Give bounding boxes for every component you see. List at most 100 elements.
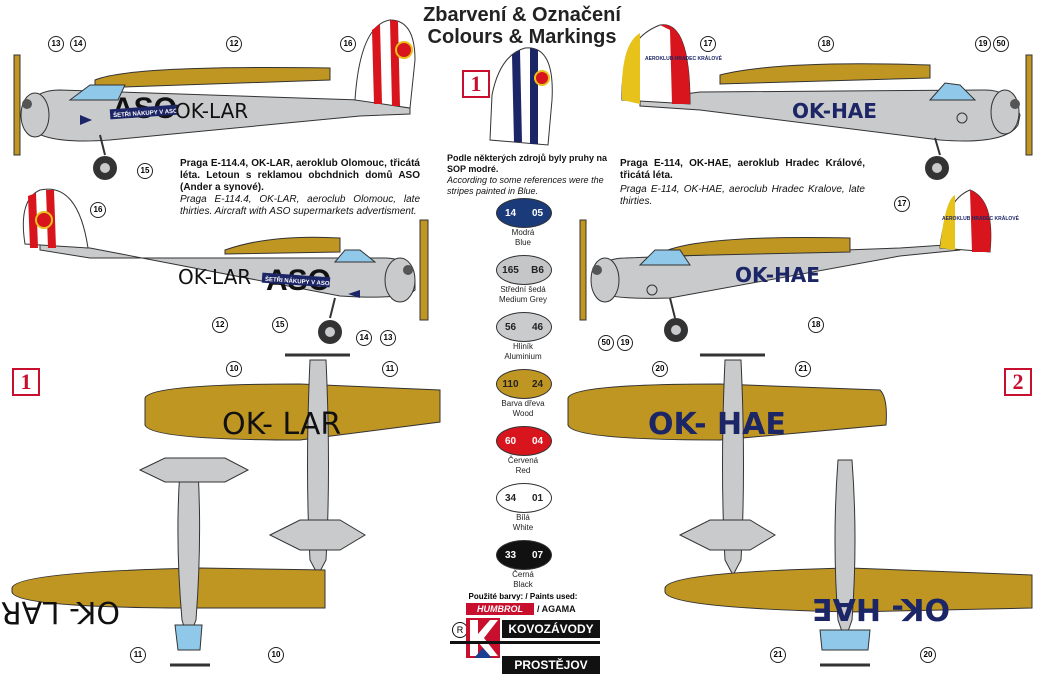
callout-13-b: 13 <box>380 330 396 346</box>
title-english: Colours & Markings <box>427 26 617 48</box>
ok-hae-wing-lower: OK- HAE <box>812 591 950 626</box>
paint-code-humbrol: 110 <box>502 378 519 390</box>
ok-hae-wing-upper: OK- HAE <box>648 407 786 442</box>
paint-code-agama: 04 <box>531 435 544 447</box>
paint-name-cz: Bílá <box>516 513 530 522</box>
callout-14-a: 14 <box>70 36 86 52</box>
ok-hae-profile-left <box>621 24 1033 180</box>
paint-code-agama: 07 <box>531 549 544 561</box>
scheme-1-badge: 1 <box>12 368 40 396</box>
paint-name-cz: Červená <box>507 456 539 465</box>
paint-chip: 56 46 <box>496 312 552 342</box>
callout-13-a: 13 <box>48 36 64 52</box>
paint-chip: 60 04 <box>496 426 552 456</box>
callout-17-b: 17 <box>894 196 910 212</box>
ok-lar-description: Praga E-114.4, OK-LAR, aeroklub Olomouc,… <box>180 158 420 218</box>
callout-12-b: 12 <box>212 317 228 333</box>
callout-11-b: 11 <box>130 647 146 663</box>
paint-chip: 14 05 <box>496 198 552 228</box>
paint-chip: 34 01 <box>496 483 552 513</box>
rudder-note-cz: Podle některých zdrojů byly pruhy na SOP… <box>447 153 608 174</box>
ok-lar-wing-lower: OK- LAR <box>1 594 120 629</box>
ok-hae-profile-right <box>579 189 992 342</box>
callout-50-a: 50 <box>993 36 1009 52</box>
prostejov-label: PROSTĚJOV <box>502 656 600 674</box>
paint-code-humbrol: 165 <box>502 264 519 276</box>
ok-hae-registration-left: OK-HAE <box>792 99 877 123</box>
paint-code-agama: 46 <box>531 321 544 333</box>
paint-name-cz: Černá <box>512 570 534 579</box>
callout-21-a: 21 <box>795 361 811 377</box>
ok-lar-description-cz: Praga E-114.4, OK-LAR, aeroklub Olomouc,… <box>180 158 420 193</box>
callout-20-b: 20 <box>920 647 936 663</box>
ok-hae-description-cz: Praga E-114, OK-HAE, aeroklub Hradec Krá… <box>620 158 865 181</box>
ok-lar-registration-left: OK-LAR <box>175 99 248 123</box>
callout-11-a: 11 <box>382 361 398 377</box>
paint-code-agama: 01 <box>531 492 544 504</box>
logo-divider <box>450 641 600 644</box>
paint-name-en: Aluminium <box>504 352 542 361</box>
ok-hae-description: Praga E-114, OK-HAE, aeroklub Hradec Krá… <box>620 158 865 208</box>
callout-10-a: 10 <box>226 361 242 377</box>
rudder-note: Podle některých zdrojů byly pruhy na SOP… <box>447 153 612 197</box>
callout-18-a: 18 <box>818 36 834 52</box>
title-czech: Zbarvení & Označení <box>423 4 621 26</box>
paint-name-cz: Barva dřeva <box>501 399 545 408</box>
scheme-1-badge-top: 1 <box>462 70 490 98</box>
paint-code-agama: B6 <box>531 264 544 276</box>
paint-code-agama: 05 <box>531 207 544 219</box>
paints-used-label: Použité barvy: / Paints used: <box>468 592 578 601</box>
scheme-2-badge: 2 <box>1004 368 1032 396</box>
paint-name-cz: Modrá <box>511 228 535 237</box>
paint-name-en: Black <box>513 580 533 589</box>
paint-code-humbrol: 34 <box>504 492 517 504</box>
ok-hae-tail-text-right: AEROKLUB HRADEC KRÁLOVÉ <box>942 214 1020 222</box>
paint-code-humbrol: 56 <box>504 321 517 333</box>
paint-name-en: White <box>512 523 534 532</box>
callout-14-b: 14 <box>356 330 372 346</box>
ok-hae-registration-right: OK-HAE <box>735 263 820 287</box>
callout-18-b: 18 <box>808 317 824 333</box>
ok-hae-description-en: Praga E-114, OK-HAE, aeroclub Hradec Kra… <box>620 184 865 207</box>
callout-16-a: 16 <box>340 36 356 52</box>
rudder-blue-variant <box>489 47 553 146</box>
paint-name-en: Wood <box>512 409 534 418</box>
callout-15-b: 15 <box>272 317 288 333</box>
kovozavody-label: KOVOZÁVODY <box>502 620 600 638</box>
callout-12-a: 12 <box>226 36 242 52</box>
callout-50-b: 50 <box>598 335 614 351</box>
humbrol-logo: HUMBROL <box>466 603 534 615</box>
ok-lar-wing-upper: OK- LAR <box>222 407 341 442</box>
ok-lar-description-en: Praga E-114.4, OK-LAR, aeroclub Olomouc,… <box>180 194 420 217</box>
ok-lar-registration-right: OK-LAR <box>178 265 251 289</box>
paint-name-cz: Střední šedá <box>500 285 546 294</box>
ok-hae-planform <box>567 353 1033 667</box>
paint-chip: 110 24 <box>496 369 552 399</box>
callout-16-b: 16 <box>90 202 106 218</box>
paint-code-humbrol: 33 <box>504 549 517 561</box>
callout-17-a: 17 <box>700 36 716 52</box>
callout-21-b: 21 <box>770 647 786 663</box>
paint-code-agama: 24 <box>531 378 544 390</box>
ok-lar-profile-left <box>13 19 416 180</box>
callout-15-a: 15 <box>137 163 153 179</box>
paint-code-humbrol: 60 <box>504 435 517 447</box>
kovozavody-k-logo <box>466 618 500 658</box>
ok-lar-planform <box>11 353 441 667</box>
callout-20-a: 20 <box>652 361 668 377</box>
paint-code-humbrol: 14 <box>504 207 517 219</box>
paint-name-en: Medium Grey <box>498 295 547 304</box>
agama-label: / AGAMA <box>537 604 576 614</box>
page-title: Zbarvení & Označení Colours & Markings <box>0 4 1044 48</box>
rudder-note-en: According to some references were the st… <box>447 175 604 196</box>
paint-chip: 165 B6 <box>496 255 552 285</box>
callout-10-b: 10 <box>268 647 284 663</box>
ok-hae-tail-text-left: AEROKLUB HRADEC KRÁLOVÉ <box>645 54 723 62</box>
